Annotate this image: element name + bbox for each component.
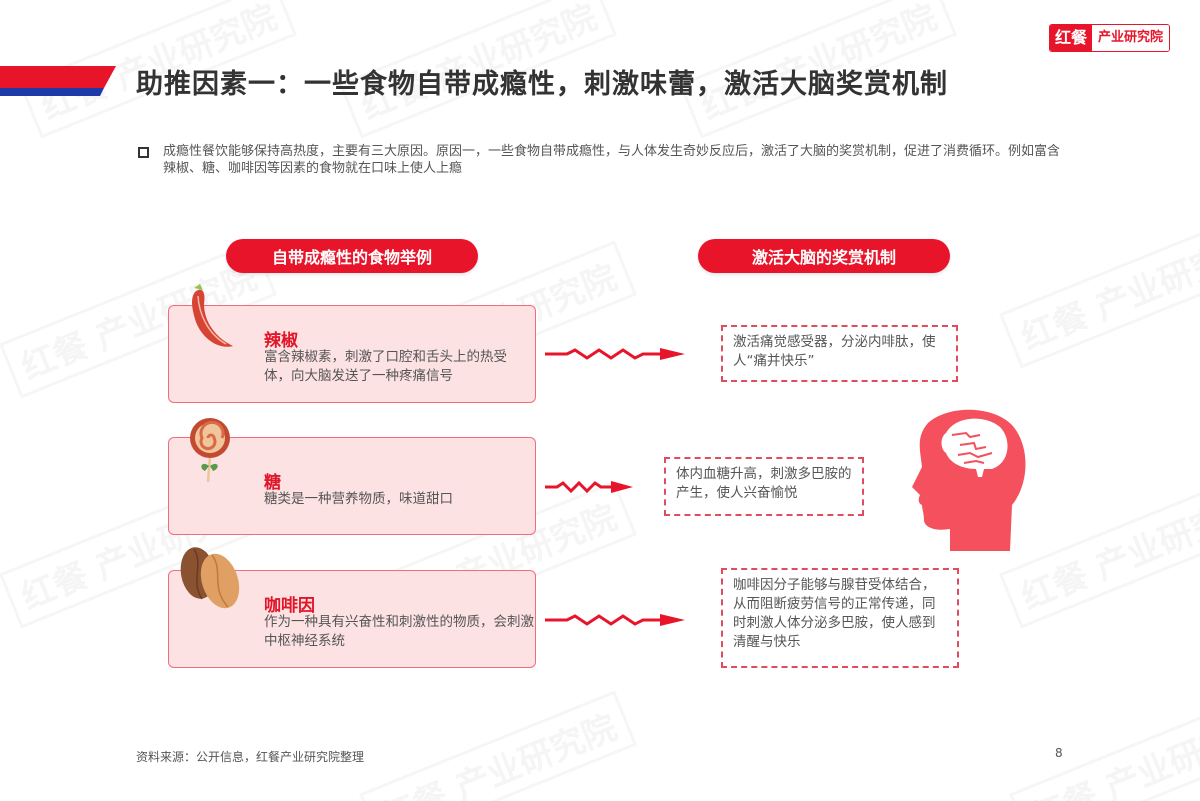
intro-paragraph: 成瘾性餐饮能够保持高热度，主要有三大原因。原因一，一些食物自带成瘾性，与人体发生… — [138, 143, 1068, 177]
food-name: 辣椒 — [264, 331, 298, 351]
square-bullet-icon — [138, 147, 149, 158]
food-card-sugar: 糖 糖类是一种营养物质，味道甜口 — [168, 437, 536, 535]
coffee-bean-icon — [180, 547, 240, 609]
food-desc: 糖类是一种营养物质，味道甜口 — [264, 491, 453, 507]
wavy-arrow-icon — [545, 348, 685, 360]
effect-box-chili: 激活痛觉感受器，分泌内啡肽，使人“痛并快乐” — [721, 325, 958, 382]
chili-pepper-icon — [192, 284, 233, 347]
food-desc: 富含辣椒素，刺激了口腔和舌头上的热受体，向大脑发送了一种疼痛信号 — [264, 349, 507, 384]
header-stripe — [0, 66, 116, 96]
food-card-chili: 辣椒 富含辣椒素，刺激了口腔和舌头上的热受体，向大脑发送了一种疼痛信号 — [168, 305, 536, 403]
watermark: 红餐 产业研究院 — [358, 690, 637, 801]
logo-subtitle: 产业研究院 — [1092, 25, 1170, 51]
right-column-heading: 激活大脑的奖赏机制 — [698, 239, 950, 273]
wavy-arrow-icon — [545, 614, 685, 626]
lollipop-icon — [190, 418, 230, 483]
food-desc: 作为一种具有兴奋性和刺激性的物质，会刺激中枢神经系统 — [264, 614, 534, 649]
effect-box-caffeine: 咖啡因分子能够与腺苷受体结合，从而阻断疲劳信号的正常传递，同时刺激人体分泌多巴胺… — [721, 568, 959, 668]
food-name: 咖啡因 — [264, 596, 315, 616]
left-column-heading: 自带成瘾性的食物举例 — [226, 239, 478, 273]
watermark: 红餐 产业研究院 — [998, 210, 1200, 369]
food-name: 糖 — [264, 473, 281, 493]
wavy-arrow-icon — [545, 480, 633, 494]
logo-brand: 红餐 — [1050, 25, 1093, 51]
brain-head-icon — [912, 409, 1026, 551]
brand-logo: 红餐 产业研究院 — [1049, 24, 1171, 52]
effect-box-sugar: 体内血糖升高，刺激多巴胺的产生，使人兴奋愉悦 — [664, 457, 864, 516]
page-title: 助推因素一：一些食物自带成瘾性，刺激味蕾，激活大脑奖赏机制 — [136, 69, 948, 100]
watermark: 红餐 产业研究院 — [1008, 690, 1200, 801]
page-number: 8 — [1055, 746, 1063, 760]
intro-text: 成瘾性餐饮能够保持高热度，主要有三大原因。原因一，一些食物自带成瘾性，与人体发生… — [163, 144, 1061, 176]
source-note: 资料来源：公开信息，红餐产业研究院整理 — [136, 750, 365, 764]
